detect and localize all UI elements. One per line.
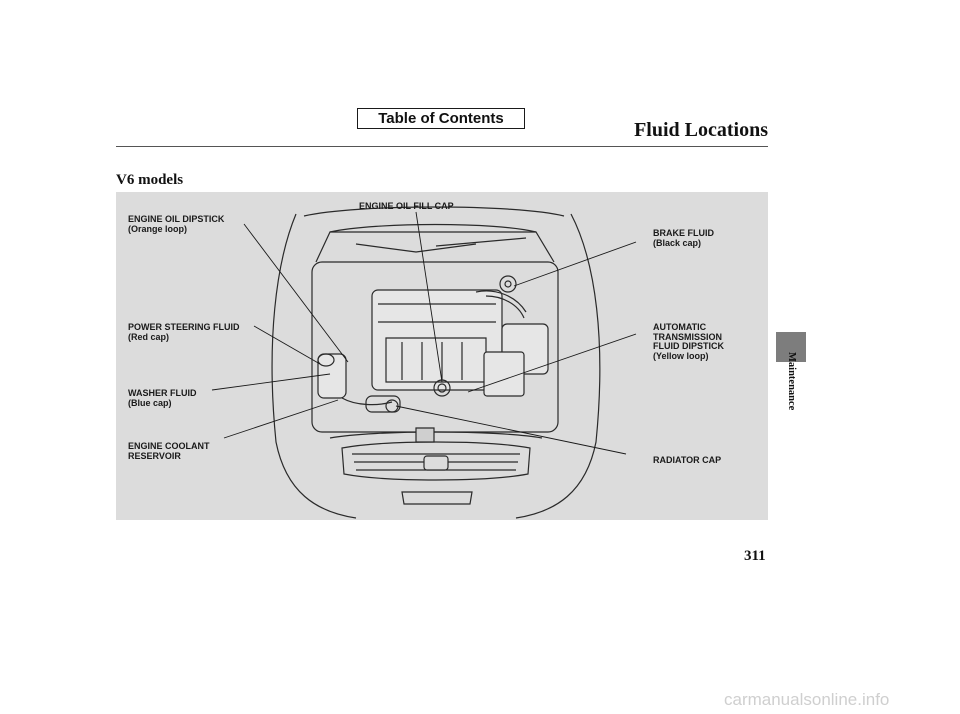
label-radiator-cap: RADIATOR CAP	[653, 455, 722, 465]
label-engine-oil-fill-cap: ENGINE OIL FILL CAP	[359, 201, 454, 211]
title-divider	[116, 146, 768, 147]
table-of-contents-button[interactable]: Table of Contents	[357, 108, 525, 129]
page-number: 311	[744, 548, 766, 564]
label-engine-oil-dipstick: ENGINE OIL DIPSTICK (Orange loop)	[128, 214, 225, 234]
page-title: Fluid Locations	[634, 119, 768, 141]
section-title: V6 models	[116, 172, 184, 188]
label-power-steering-fluid: POWER STEERING FLUID (Red cap)	[128, 322, 240, 342]
engine-compartment-figure: ENGINE OIL DIPSTICK (Orange loop) POWER …	[116, 192, 768, 520]
label-engine-coolant-reservoir: ENGINE COOLANT RESERVOIR	[128, 441, 210, 461]
watermark: carmanualsonline.info	[724, 690, 890, 709]
label-brake-fluid: BRAKE FLUID (Black cap)	[653, 228, 714, 248]
section-tab-marker	[776, 332, 806, 362]
side-section-label: Maintenance	[781, 352, 801, 462]
label-automatic-transmission-fluid-dipstick: AUTOMATIC TRANSMISSION FLUID DIPSTICK (Y…	[653, 322, 724, 361]
label-washer-fluid: WASHER FLUID (Blue cap)	[128, 388, 197, 408]
side-section-label-text: Maintenance	[786, 352, 797, 411]
engine-compartment-illustration	[211, 206, 637, 519]
